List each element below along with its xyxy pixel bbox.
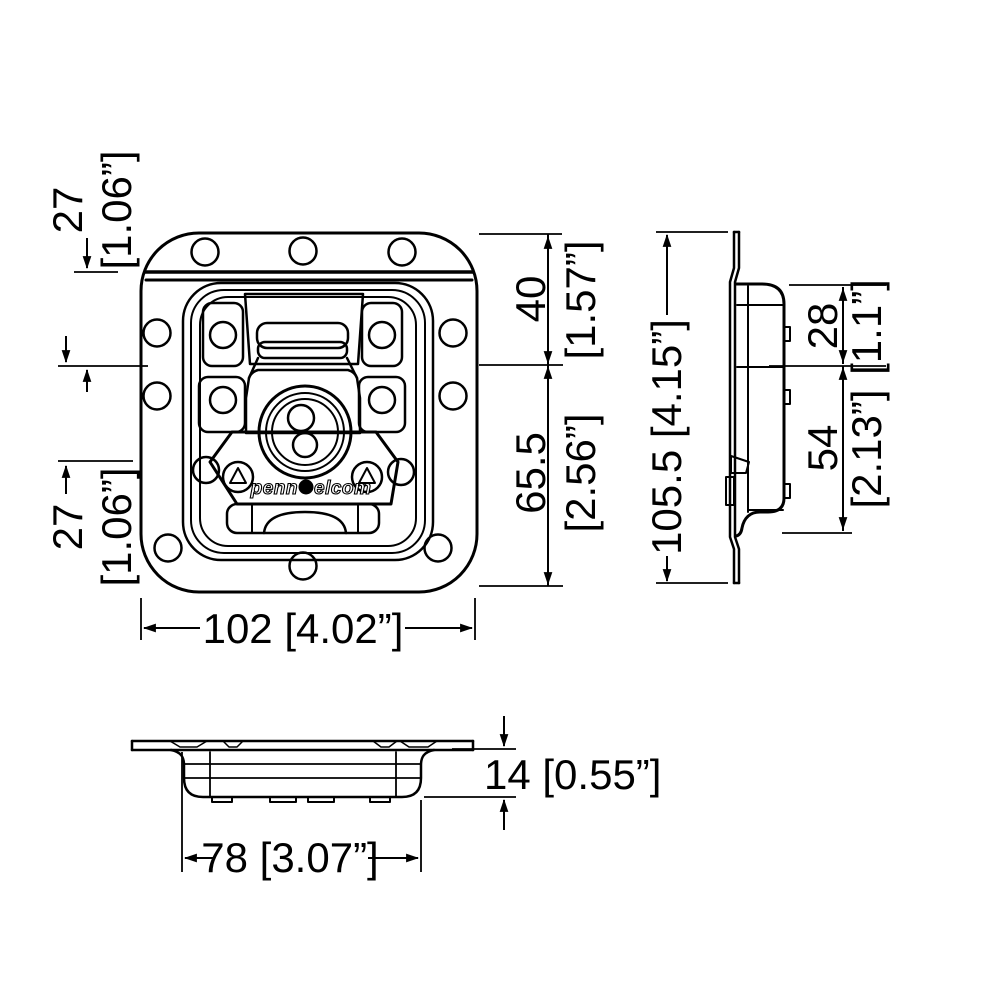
- dim-side-top-to-pivot-inch: [1.1”]: [843, 279, 890, 375]
- bottom-countersink-marks: [169, 740, 438, 748]
- dim-side-top-to-pivot-mm: 28: [799, 303, 846, 350]
- dim-front-pivot-to-bottom-inch: [2.56”]: [557, 413, 604, 532]
- brand-logo-penn: penn: [250, 478, 298, 499]
- front-flange-outline: [139, 231, 479, 594]
- dim-front-top-to-pivot-mm: 40: [507, 276, 554, 323]
- dim-front-lid-offset-top-inch: [1.06”]: [93, 150, 140, 269]
- latch-body: [244, 368, 362, 435]
- dim-front-lid-offset-bottom-mm: 27: [44, 504, 91, 551]
- side-flange-plate-right-edge: [733, 230, 741, 585]
- side-flange-plate-left-edge: [728, 230, 736, 585]
- dimension-lines: [58, 231, 886, 872]
- latch-wing-holes: [208, 320, 397, 415]
- latch-drum: [257, 384, 353, 480]
- drum-hole-bottom: [291, 431, 319, 459]
- brand-logo-globe-icon: [298, 479, 314, 495]
- dimension-arrows: [61, 233, 848, 863]
- latch-hinge-flap: [243, 292, 365, 366]
- dim-side-overall-height: 105.5 [4.15”]: [643, 319, 690, 555]
- latch-wing-top-right: [360, 301, 404, 368]
- dim-front-top-to-pivot-inch: [1.57”]: [557, 240, 604, 359]
- side-latch-lever-wedge: [730, 455, 750, 474]
- dim-front-lid-offset-top-mm: 27: [44, 187, 91, 234]
- side-latch-lever-bar: [725, 476, 735, 506]
- latch-hinge-slot: [255, 321, 350, 350]
- brand-logo-elcom: elcom: [314, 478, 371, 499]
- dim-front-overall-width: 102 [4.02”]: [203, 605, 404, 652]
- front-recess-floor: [199, 296, 417, 547]
- front-mounting-holes: [142, 236, 468, 581]
- side-dish-outline: [734, 282, 786, 538]
- brand-logo: penn elcom: [249, 477, 371, 499]
- latch-pivot-ear-left: [191, 455, 221, 485]
- latch-screw-left: [221, 460, 255, 494]
- dim-side-pivot-to-bottom-inch: [2.13”]: [843, 389, 890, 508]
- latch-pivot-ear-right: [386, 457, 416, 487]
- dim-bottom-dish-width: 78 [3.07”]: [201, 834, 378, 881]
- latch-wing-top-left: [201, 301, 245, 368]
- latch-catch-band: [225, 502, 381, 535]
- latch-wing-bottom-left: [197, 375, 247, 434]
- butterfly-latch: [191, 292, 416, 535]
- bottom-feet-tabs: [211, 796, 391, 803]
- drum-hole-top: [286, 403, 316, 433]
- bottom-profile-view: [130, 739, 475, 803]
- latch-catch-arch: [262, 510, 348, 535]
- latch-neck-band: [256, 340, 349, 360]
- bottom-dish-outline: [169, 748, 436, 799]
- dim-bottom-dish-depth: 14 [0.55”]: [484, 751, 661, 798]
- dimension-labels: 27 [1.06”] 27 [1.06”] 40 [1.57”] 65.5 [2…: [44, 150, 890, 881]
- latch-screw-right: [350, 460, 384, 494]
- latch-plate: [208, 430, 400, 506]
- dim-front-lid-offset-bottom-inch: [1.06”]: [93, 467, 140, 586]
- latch-wing-bottom-right: [357, 375, 407, 434]
- dim-front-pivot-to-bottom-mm: 65.5: [507, 432, 554, 514]
- extension-lines: [58, 231, 886, 872]
- front-view: [139, 231, 479, 594]
- dim-side-pivot-to-bottom-mm: 54: [799, 425, 846, 472]
- side-rivet-tabs: [783, 326, 791, 499]
- side-profile-view: [725, 230, 791, 585]
- front-recess-rim-outer: [181, 281, 435, 562]
